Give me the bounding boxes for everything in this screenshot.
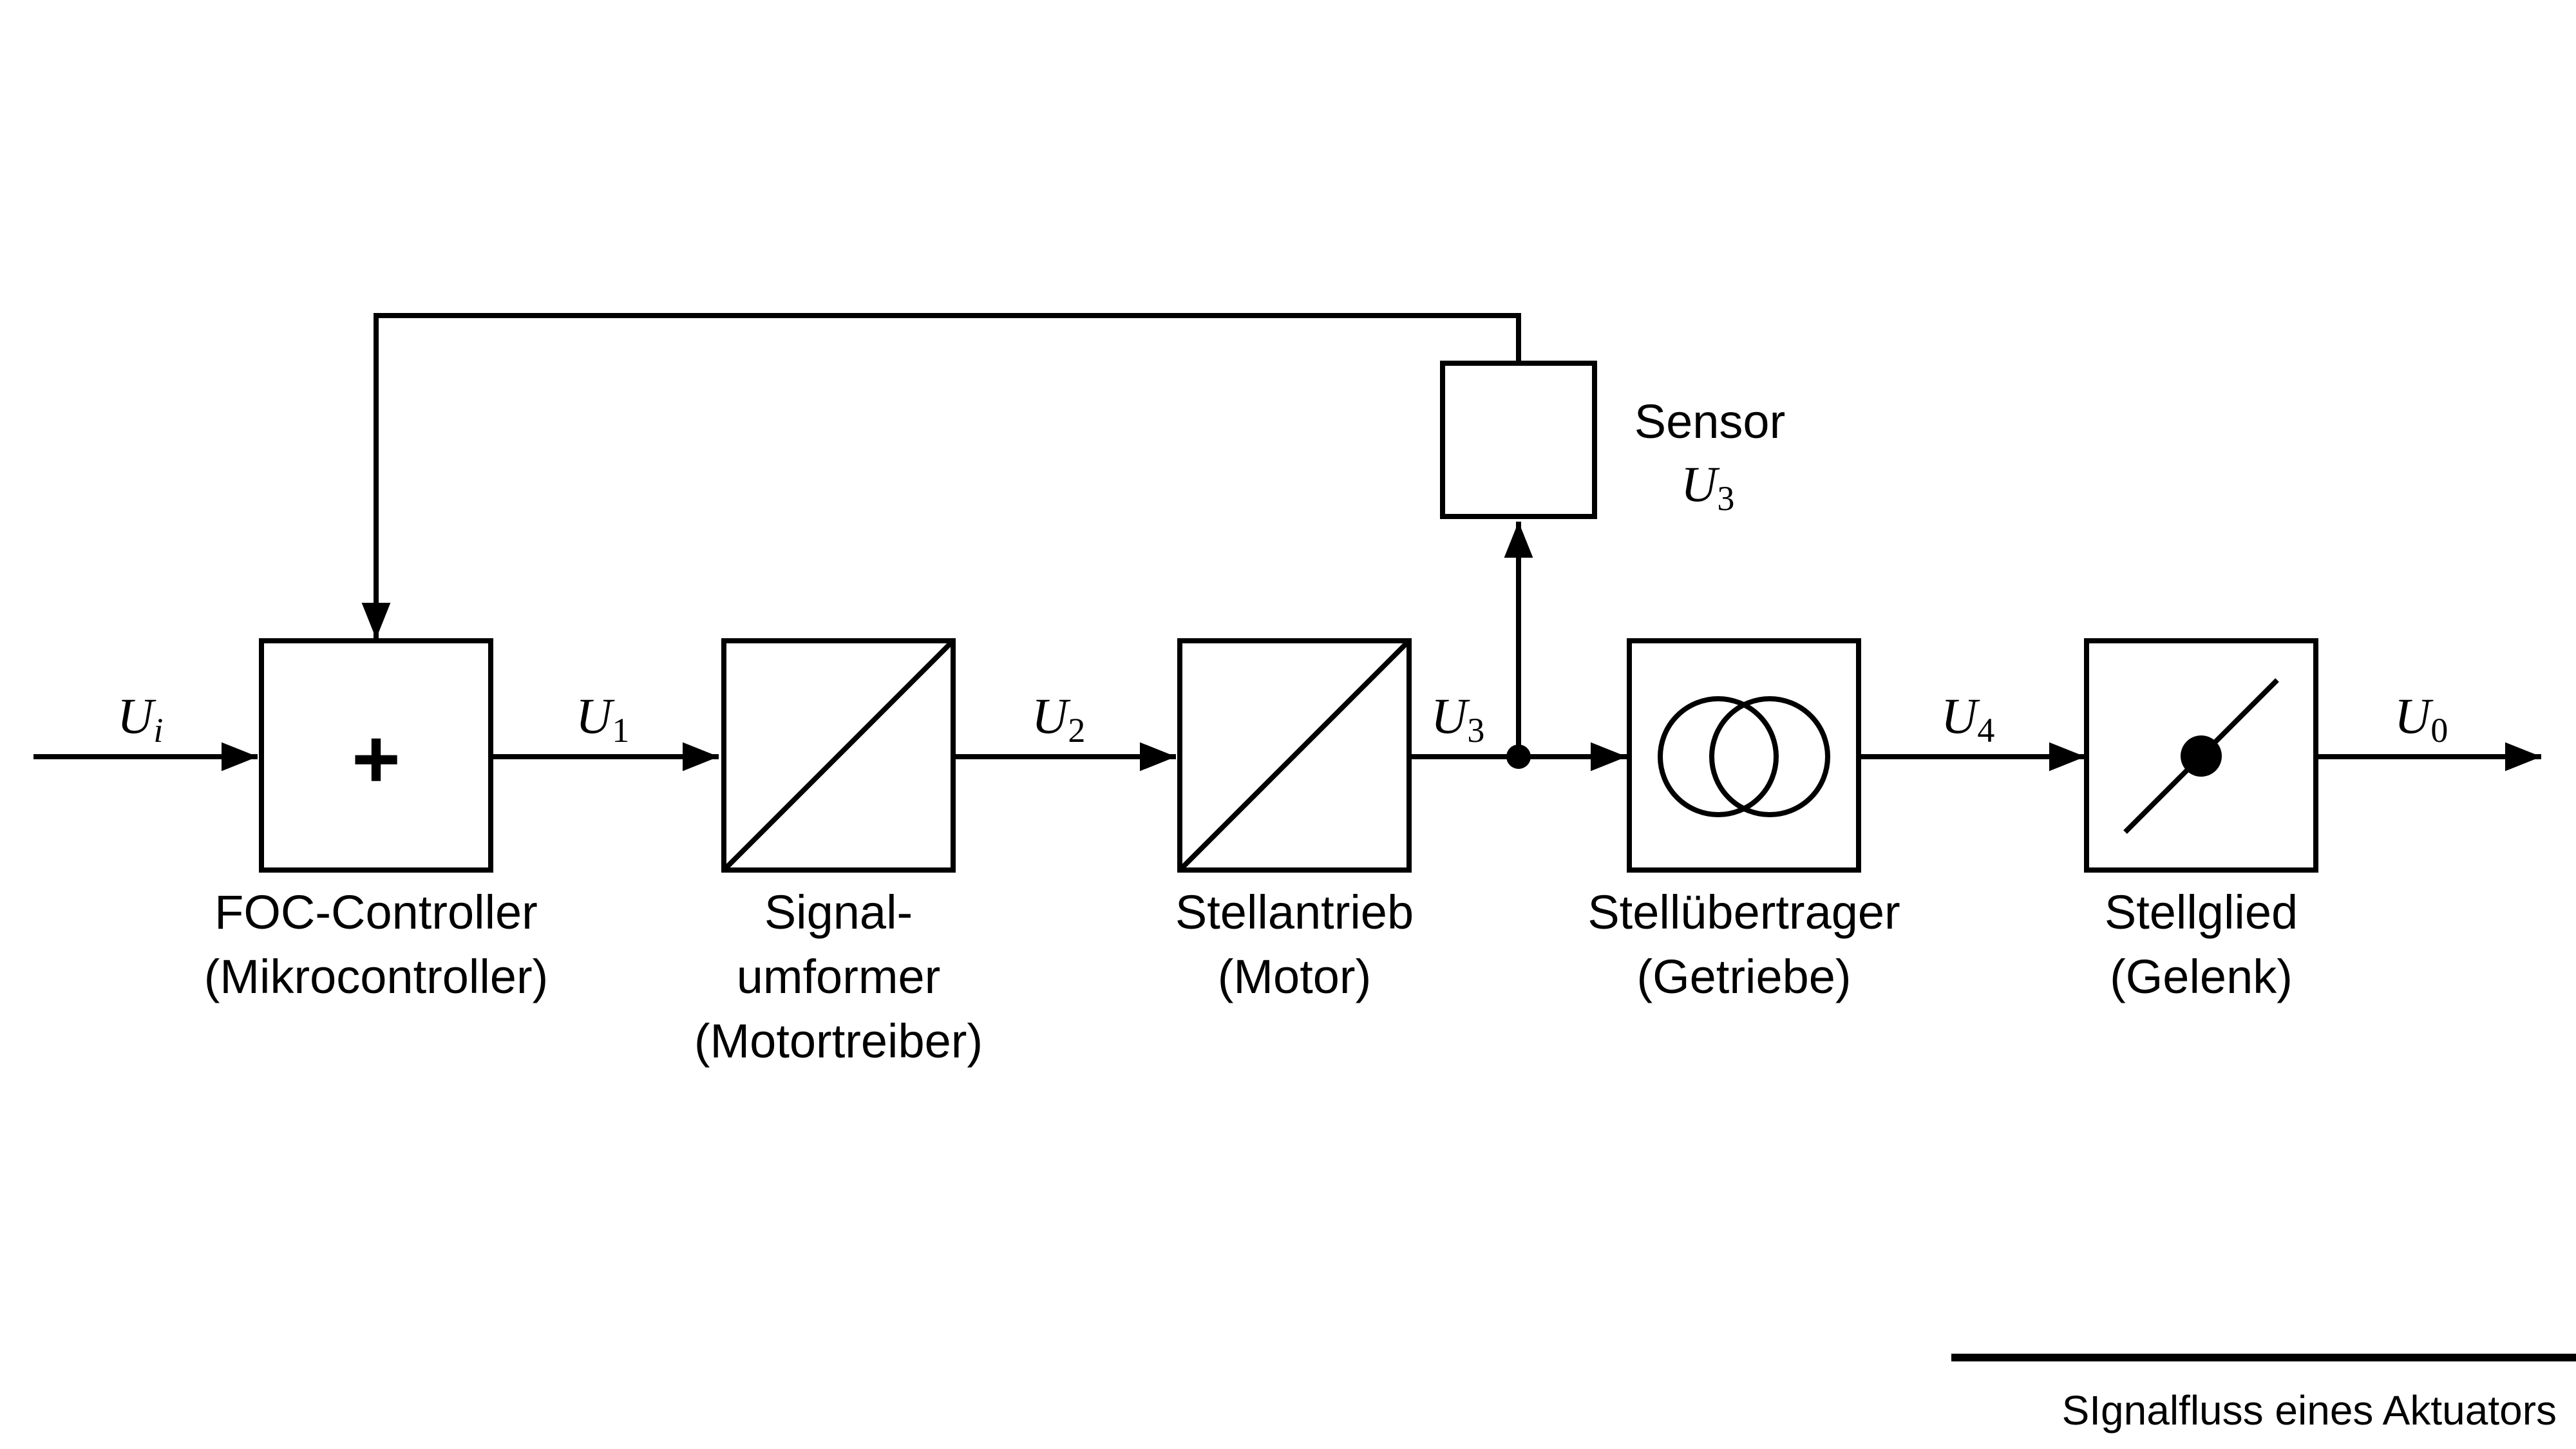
final-element-block [2084,638,2318,873]
signal-label-u1: U1 [576,688,629,750]
signal-label-u3: U3 [1431,688,1484,750]
actuator-block [1177,638,1412,873]
gear-circle-left-icon [1658,696,1779,817]
signal-label-u4: U4 [1941,688,1994,750]
actuator-caption-line2: (Motor) [1218,950,1371,1003]
signal-label-u0: U0 [2394,688,2448,750]
actuator-caption-line1: Stellantrieb [1175,886,1414,939]
gear-circle-right-icon [1709,696,1830,817]
branch-point [1506,744,1531,769]
diagonal-converter-icon [722,639,955,872]
sensor-caption-line1: Sensor [1634,395,1785,448]
converter-caption-line2: umformer [737,950,941,1003]
feedback-wire [361,313,1521,639]
signal-label-ui: Ui [117,688,163,750]
signal-label-u2: U2 [1032,688,1085,750]
valve-pivot-icon [2181,735,2222,777]
footer-caption: SIgnalfluss eines Aktuators [2062,1387,2557,1434]
transmitter-block [1627,638,1861,873]
controller-caption-line2: (Mikrocontroller) [204,950,549,1003]
final-element-caption-line1: Stellglied [2105,886,2298,939]
sensor-block [1440,361,1597,519]
summing-plus-icon: + [352,712,401,806]
converter-block [721,638,956,873]
transmitter-caption-line1: Stellübertrager [1587,886,1900,939]
diagonal-converter-icon [1178,639,1411,872]
transmitter-caption-line2: (Getriebe) [1636,950,1851,1003]
converter-caption-line3: (Motortreiber) [694,1014,983,1068]
controller-caption-line1: FOC-Controller [214,886,538,939]
final-element-caption-line2: (Gelenk) [2110,950,2293,1003]
sensor-caption-signal: U3 [1681,456,1734,518]
converter-caption-line1: Signal- [764,886,913,939]
controller-block: + [259,638,493,873]
